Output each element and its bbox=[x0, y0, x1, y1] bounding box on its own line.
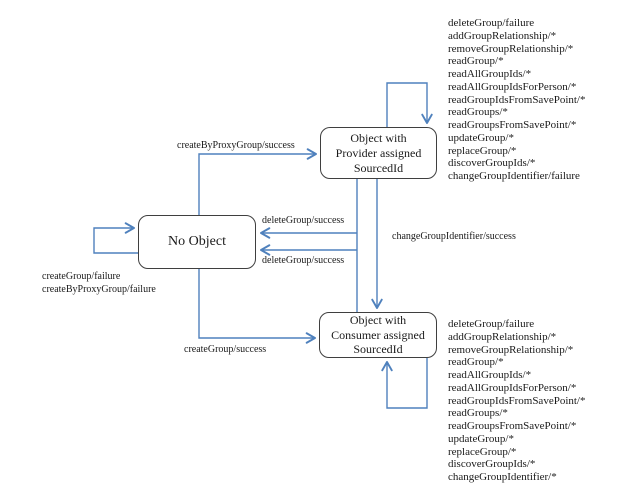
state-provider-label-line3: SourcedId bbox=[353, 160, 404, 175]
state-provider-label-line2: Provider assigned bbox=[335, 145, 422, 160]
operation-label: discoverGroupIds/* bbox=[448, 157, 536, 170]
operation-label: readGroupsFromSavePoint/* bbox=[448, 420, 577, 432]
label-delete-group-success-lower: deleteGroup/success bbox=[262, 255, 345, 266]
label-change-group-identifier-success: changeGroupIdentifier/success bbox=[392, 231, 516, 242]
operation-label: addGroupRelationship/* bbox=[448, 330, 557, 343]
operation-label: readAllGroupIdsForPerson/* bbox=[448, 80, 577, 93]
operation-label: deleteGroup/failure bbox=[448, 318, 535, 330]
label-create-by-proxy-group-success: createByProxyGroup/success bbox=[177, 140, 295, 151]
arrow-create-by-proxy-group-success bbox=[198, 148, 317, 215]
operation-label: replaceGroup/* bbox=[448, 144, 517, 157]
label-create-group-success: createGroup/success bbox=[184, 344, 267, 355]
operation-label: readGroups/* bbox=[448, 407, 508, 420]
arrow-provider-self-loop bbox=[386, 82, 433, 127]
state-consumer-label-line3: SourcedId bbox=[353, 342, 403, 357]
arrow-consumer-self-loop bbox=[381, 358, 428, 409]
operation-label: addGroupRelationship/* bbox=[448, 29, 557, 42]
operation-label: deleteGroup/failure bbox=[448, 17, 535, 29]
operation-label: createGroup/failure bbox=[42, 271, 121, 282]
state-no-object-label: No Object bbox=[168, 234, 226, 249]
operation-label: changeGroupIdentifier/* bbox=[448, 471, 557, 483]
state-provider-label-line1: Object with bbox=[350, 130, 407, 145]
operation-label: readGroupsFromSavePoint/* bbox=[448, 119, 577, 131]
operation-label: readAllGroupIdsForPerson/* bbox=[448, 381, 577, 394]
operation-label: createByProxyGroup/failure bbox=[42, 284, 156, 295]
label-delete-group-success-upper: deleteGroup/success bbox=[262, 215, 345, 226]
operation-label: readAllGroupIds/* bbox=[448, 369, 532, 381]
operation-label: removeGroupRelationship/* bbox=[448, 42, 574, 55]
operation-label: readGroup/* bbox=[448, 356, 504, 369]
operation-label: changeGroupIdentifier/failure bbox=[448, 170, 580, 182]
state-consumer-sourcedid: Object with Consumer assigned SourcedId bbox=[319, 312, 437, 358]
arrow-create-group-success bbox=[198, 269, 316, 344]
operation-label: updateGroup/* bbox=[448, 131, 514, 144]
state-provider-sourcedid: Object with Provider assigned SourcedId bbox=[320, 127, 437, 179]
arrow-no-object-self-loop bbox=[93, 222, 138, 254]
operation-label: readGroupIdsFromSavePoint/* bbox=[448, 93, 586, 106]
operation-label: readGroups/* bbox=[448, 106, 508, 119]
operation-label: readAllGroupIds/* bbox=[448, 68, 532, 80]
operation-label: readGroup/* bbox=[448, 55, 504, 68]
label-no-object-self-failures: createGroup/failure createByProxyGroup/fa… bbox=[42, 270, 156, 296]
state-no-object: No Object bbox=[138, 215, 256, 269]
operation-label: updateGroup/* bbox=[448, 432, 514, 445]
operation-label: replaceGroup/* bbox=[448, 445, 517, 458]
operation-label: removeGroupRelationship/* bbox=[448, 343, 574, 356]
operation-label: discoverGroupIds/* bbox=[448, 458, 536, 471]
operation-label: readGroupIdsFromSavePoint/* bbox=[448, 394, 586, 407]
state-consumer-label-line1: Object with bbox=[349, 313, 407, 328]
state-consumer-label-line2: Consumer assigned bbox=[331, 327, 425, 342]
